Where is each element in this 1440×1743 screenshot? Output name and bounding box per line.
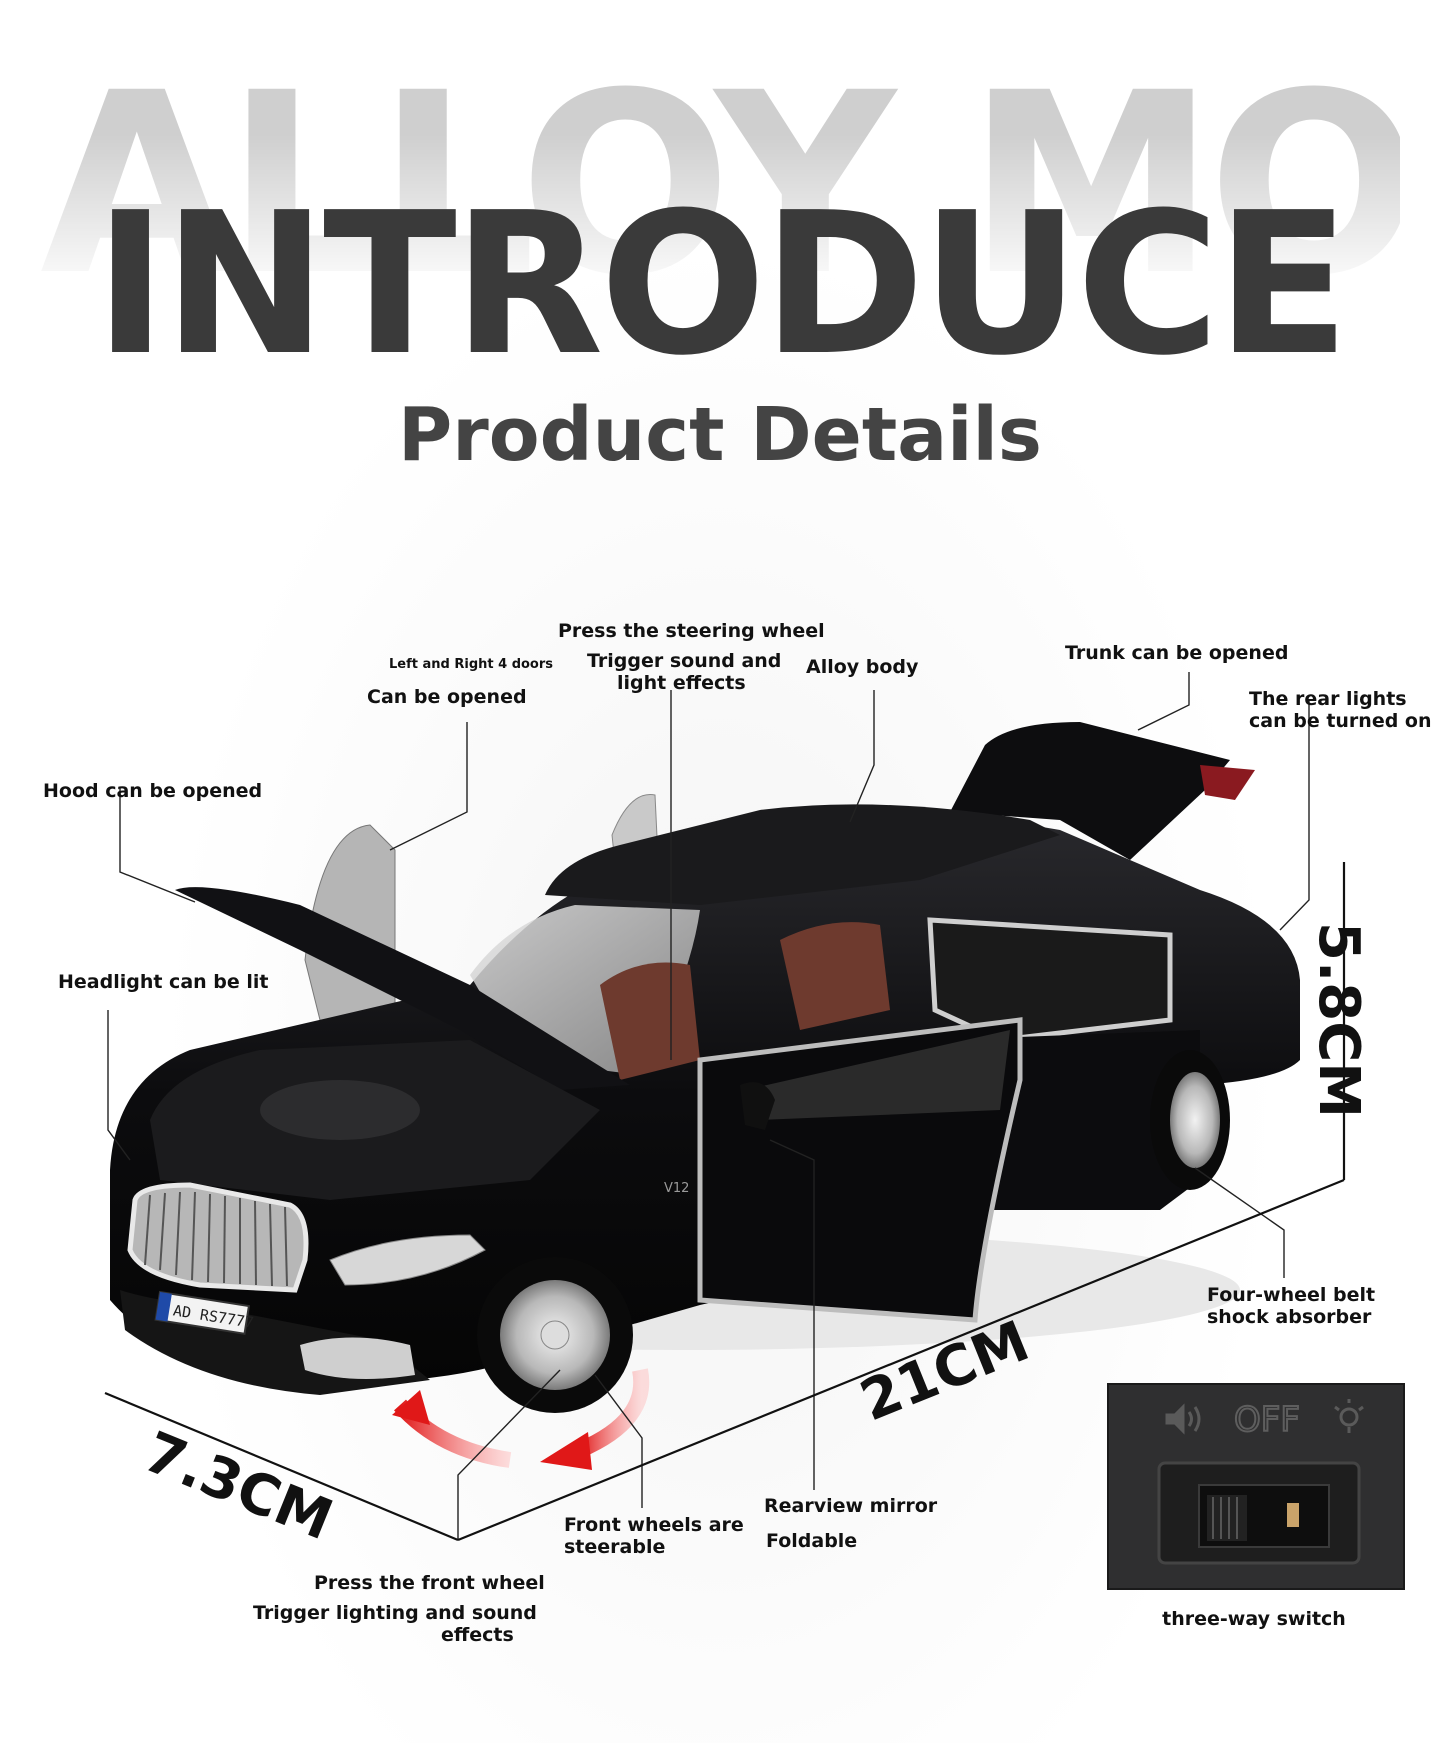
light-bulb-icon [1334, 1399, 1364, 1433]
label-trunk: Trunk can be opened [1065, 642, 1289, 664]
front-seat [600, 962, 700, 1080]
leader-lines [107, 672, 1310, 1540]
trunk-light [1200, 765, 1255, 800]
leader-front-wheels [594, 1374, 643, 1508]
dimension-lines [104, 862, 1346, 1542]
label-rear-lights-line1: The rear lights [1249, 688, 1407, 710]
leader-front-wheel-press [457, 1369, 561, 1540]
switch-contact [1287, 1503, 1299, 1527]
car-roof [545, 804, 1060, 905]
leader-shock [1194, 1167, 1285, 1278]
width-line [104, 1391, 459, 1542]
leader-alloy-body [849, 690, 875, 823]
license-plate: AD RS7777 [154, 1290, 255, 1335]
near-rear-door [927, 917, 1173, 1043]
label-rear-lights-line2: can be turned on [1249, 710, 1432, 732]
label-front-wheel-press-line2: Trigger lighting and sound [253, 1602, 537, 1624]
label-front-wheels-line1: Front wheels are [564, 1514, 744, 1536]
front-grille [127, 1182, 309, 1293]
rotate-arrowhead-left [392, 1390, 430, 1425]
label-mirror-line2: Foldable [766, 1530, 858, 1552]
leader-mirror [769, 1139, 815, 1490]
length-line [457, 1178, 1345, 1542]
rear-seat [780, 922, 890, 1030]
label-front-wheel-press-line1: Press the front wheel [314, 1572, 545, 1594]
leader-hood [119, 788, 196, 903]
switch-slider [1212, 1497, 1238, 1539]
label-alloy-body: Alloy body [806, 656, 919, 678]
switch-illustration: OFF [1109, 1385, 1403, 1588]
leader-doors [389, 722, 468, 851]
page-subtitle: Product Details [398, 392, 1042, 478]
bumper-chrome-intake [300, 1337, 415, 1379]
front-wheel-hub [540, 1320, 570, 1350]
dimension-height: 5.8CM [1306, 921, 1371, 1119]
label-steering-line3: light effects [617, 672, 746, 694]
near-front-door-window [745, 1030, 1010, 1120]
switch-label: three-way switch [1162, 1608, 1346, 1630]
v12-badge: V12 [664, 1181, 689, 1196]
background-word: ALLOY MODEL [40, 60, 1400, 310]
label-front-wheels-line2: steerable [564, 1536, 666, 1558]
switch-off-text: OFF [1234, 1400, 1300, 1440]
trunk-lid [950, 722, 1230, 860]
rear-wheel-rim [1170, 1072, 1220, 1168]
label-steering-line1: Press the steering wheel [558, 620, 825, 642]
leader-rear-lights [1279, 700, 1310, 931]
rotate-arrowhead-right [540, 1432, 592, 1470]
sound-icon [1165, 1403, 1201, 1435]
label-doors: Can be opened [367, 686, 527, 708]
rotate-arrow-right [576, 1368, 650, 1458]
label-headlight: Headlight can be lit [58, 971, 269, 993]
switch-photo: OFF [1107, 1383, 1405, 1590]
label-front-wheel-press-line3: effects [441, 1624, 514, 1646]
label-shock-line1: Four-wheel belt [1207, 1284, 1376, 1306]
label-hood: Hood can be opened [43, 780, 263, 802]
rearview-mirror [740, 1082, 775, 1130]
headlight [329, 1234, 486, 1286]
label-steering-line2: Trigger sound and [587, 650, 782, 672]
label-mirror-line1: Rearview mirror [764, 1495, 938, 1517]
engine-cover [260, 1080, 420, 1140]
grille-bars [144, 1191, 288, 1287]
label-doors-small: Left and Right 4 doors [389, 657, 554, 672]
leader-trunk [1137, 672, 1190, 731]
leader-headlight [107, 1010, 131, 1161]
hood [175, 887, 630, 1090]
page-title: INTRODUCE [94, 171, 1350, 399]
label-shock-line2: shock absorber [1207, 1306, 1372, 1328]
